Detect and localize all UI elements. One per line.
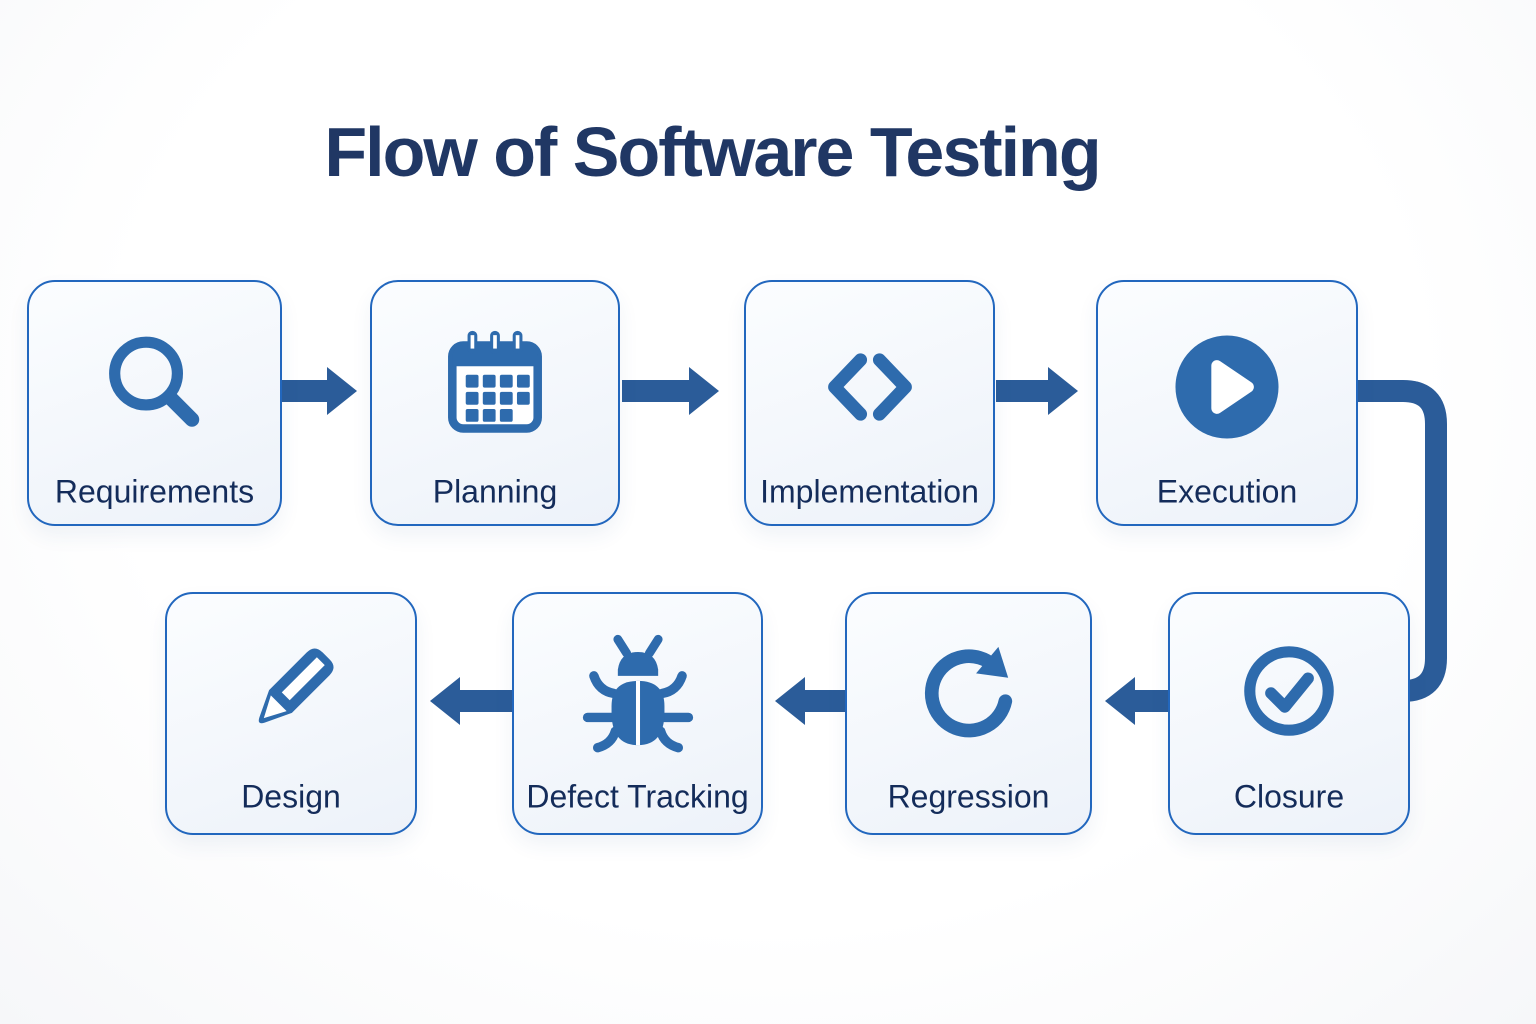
node-planning: Planning — [370, 280, 620, 526]
node-label: Closure — [1233, 778, 1345, 815]
arrow-implementation-to-execution — [996, 367, 1078, 415]
arrow-regression-to-defect-tracking — [775, 677, 845, 725]
arrow-closure-to-regression — [1105, 677, 1168, 725]
play-icon — [1171, 331, 1283, 443]
node-implementation: Implementation — [744, 280, 995, 526]
node-label: Requirements — [54, 473, 255, 510]
calendar-icon — [434, 326, 556, 448]
check-circle-icon — [1236, 638, 1342, 744]
magnifier-icon — [99, 331, 211, 443]
arrow-planning-to-implementation — [622, 367, 719, 415]
node-regression: Regression — [845, 592, 1092, 835]
connector-execution-to-closure — [1352, 380, 1447, 702]
node-label: Design — [241, 778, 341, 815]
node-requirements: Requirements — [27, 280, 282, 526]
page-title: Flow of Software Testing — [324, 113, 1101, 191]
refresh-icon — [907, 629, 1031, 753]
node-closure: Closure — [1168, 592, 1410, 835]
node-label: Implementation — [760, 473, 979, 510]
code-icon — [811, 328, 929, 446]
node-label: Execution — [1156, 473, 1298, 510]
node-design: Design — [165, 592, 417, 835]
node-label: Defect Tracking — [526, 778, 749, 815]
node-defect-tracking: Defect Tracking — [512, 592, 763, 835]
pencil-icon — [229, 629, 353, 753]
node-label: Regression — [887, 778, 1050, 815]
node-label: Planning — [432, 473, 558, 510]
node-execution: Execution — [1096, 280, 1358, 526]
arrow-requirements-to-planning — [282, 367, 357, 415]
bug-icon — [575, 628, 701, 754]
arrow-defect-tracking-to-design — [430, 677, 512, 725]
